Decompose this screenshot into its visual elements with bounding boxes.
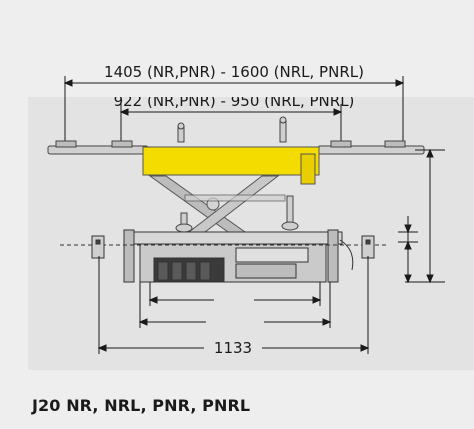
- second-dimension-label: 922 (NR,PNR) - 950 (NRL, PNRL): [114, 92, 355, 110]
- lower-pins: [175, 195, 299, 233]
- inner-dimensions: [138, 282, 332, 328]
- yellow-jack-body: [142, 146, 320, 176]
- side-brackets: [91, 235, 375, 271]
- scissor-mechanism: [148, 175, 286, 233]
- yellow-jack-end: [300, 153, 316, 185]
- top-pins: [177, 116, 287, 143]
- bottom-dimension-label: 1133: [214, 339, 252, 357]
- bottom-dimension: [97, 256, 370, 354]
- right-vertical-dimensions: [398, 148, 445, 284]
- lifting-arms: [47, 140, 425, 155]
- diagram-caption: J20 NR, NRL, PNR, PNRL: [32, 396, 251, 415]
- base-frame: [60, 229, 388, 283]
- top-dimension-label: 1405 (NR,PNR) - 1600 (NRL, PNRL): [104, 63, 364, 81]
- top-dimension: [63, 76, 405, 150]
